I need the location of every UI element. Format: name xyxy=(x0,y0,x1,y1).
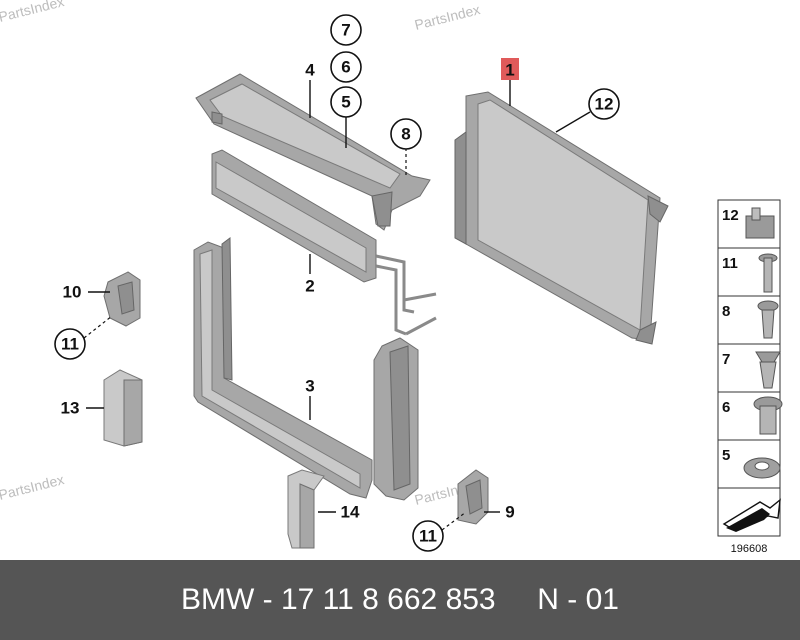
bracket-13-part xyxy=(103,369,143,447)
callout-2: 2 xyxy=(305,277,314,296)
fastener-legend: 12 11 8 7 6 5 xyxy=(717,199,783,555)
radiator-part xyxy=(454,91,669,345)
diagram-reference-number: 196608 xyxy=(731,543,768,555)
callout-13: 13 xyxy=(61,399,80,418)
leader-12 xyxy=(555,111,591,133)
legend-number-12: 12 xyxy=(722,207,739,224)
frame-part xyxy=(193,237,419,501)
air-duct-14-part xyxy=(287,469,325,549)
callout-11a-circle xyxy=(54,328,86,360)
legend-number-5: 5 xyxy=(722,447,730,464)
leader-11a xyxy=(83,315,113,339)
legend-number-8: 8 xyxy=(722,303,730,320)
bracket-10-part xyxy=(103,271,141,327)
legend-number-11: 11 xyxy=(722,255,738,272)
callout-12: 12 xyxy=(595,95,614,114)
watermark-top-left: PartsIndex xyxy=(0,0,66,25)
footer-bar: BMW - 17 11 8 662 853 N - 01 xyxy=(0,560,800,640)
bolt-11-icon xyxy=(758,253,778,293)
callout-10: 10 xyxy=(63,283,82,302)
direction-arrow-icon xyxy=(722,498,781,532)
parts-diagram: PartsIndex PartsIndex PartsIndex PartsIn… xyxy=(0,0,783,555)
bracket-9-part xyxy=(457,469,489,525)
callout-8-circle xyxy=(390,118,422,150)
callout-14: 14 xyxy=(341,503,360,522)
callout-7-circle xyxy=(330,14,362,46)
callout-11a: 11 xyxy=(61,335,79,354)
callout-8: 8 xyxy=(401,125,410,144)
callout-11b: 11 xyxy=(419,527,437,546)
callout-9: 9 xyxy=(505,503,514,522)
callout-7: 7 xyxy=(341,21,350,40)
clip-12-icon xyxy=(745,207,775,239)
washer-5-icon xyxy=(743,457,781,479)
leader-11b xyxy=(441,511,467,531)
callout-4: 4 xyxy=(305,61,315,80)
callout-1-highlight xyxy=(501,58,519,80)
callout-6-circle xyxy=(330,51,362,83)
watermark-bottom-left: PartsIndex xyxy=(0,471,66,503)
grommet-6-icon xyxy=(753,396,783,435)
legend-number-6: 6 xyxy=(722,399,730,416)
screw-8-icon xyxy=(757,300,779,339)
callout-5-circle xyxy=(330,86,362,118)
callout-1: 1 xyxy=(505,61,514,80)
watermark-top-center: PartsIndex xyxy=(413,1,482,33)
callout-12-circle xyxy=(588,88,620,120)
callout-3: 3 xyxy=(305,377,314,396)
oil-cooler-part xyxy=(211,149,437,336)
legend-number-7: 7 xyxy=(722,351,730,368)
callout-6: 6 xyxy=(341,58,350,77)
upper-carrier-part xyxy=(195,73,431,231)
part-number-caption: BMW - 17 11 8 662 853 N - 01 xyxy=(181,583,619,616)
callout-11b-circle xyxy=(412,520,444,552)
expanding-nut-7-icon xyxy=(755,351,781,389)
callout-5: 5 xyxy=(341,93,350,112)
